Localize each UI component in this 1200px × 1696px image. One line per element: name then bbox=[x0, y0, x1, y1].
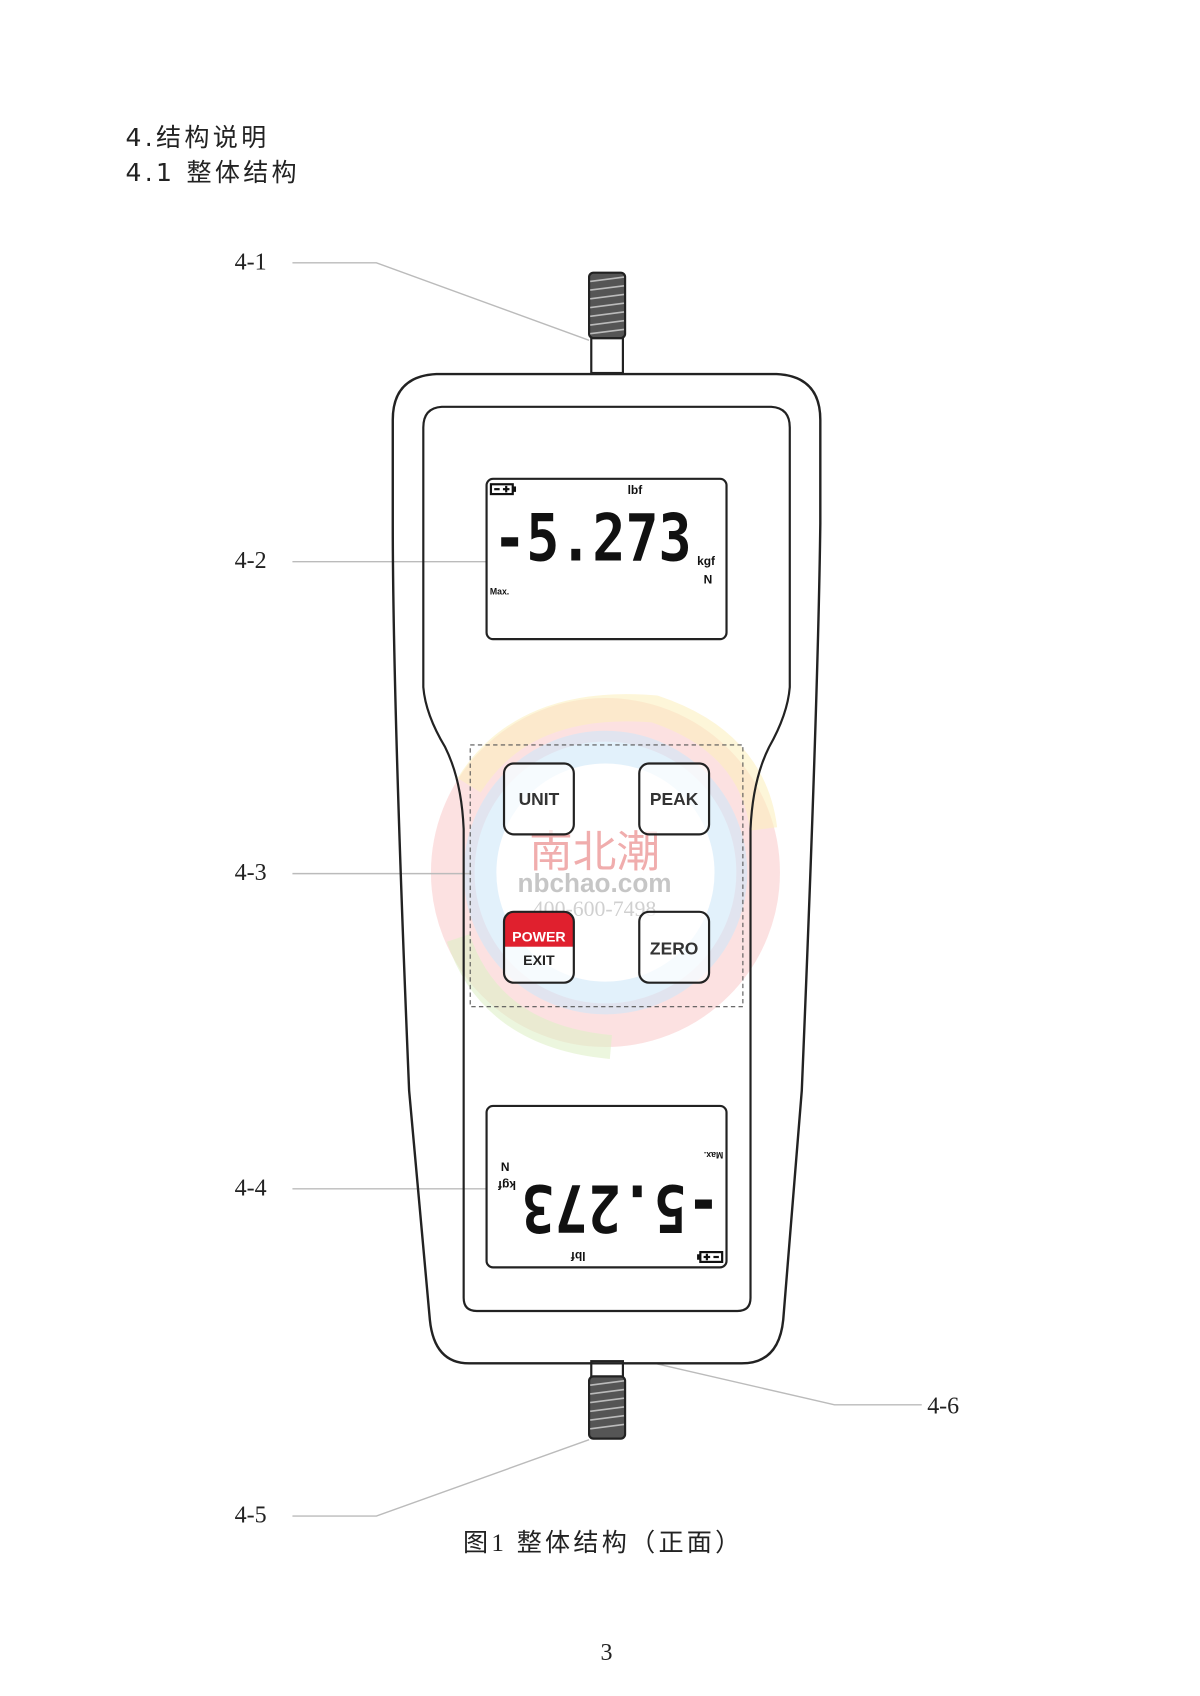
lcd-top-unit-lbf: lbf bbox=[628, 483, 644, 497]
peak-button-label: PEAK bbox=[650, 789, 699, 809]
bottom-threaded-rod bbox=[588, 1360, 627, 1440]
callout-4-2: 4-2 bbox=[235, 548, 267, 574]
lcd-top-reading: -5.273 bbox=[493, 501, 692, 577]
lcd-bottom: lbf -5.273 kgf N Max. bbox=[485, 1104, 728, 1269]
watermark: 南北潮 nbchao.com 400-600-7498 bbox=[430, 694, 780, 1059]
device-housing bbox=[391, 372, 822, 1365]
callout-4-6: 4-6 bbox=[927, 1394, 959, 1420]
lcd-bottom-unit-lbf: lbf bbox=[570, 1249, 586, 1263]
top-threaded-rod bbox=[588, 271, 627, 375]
zero-button[interactable]: ZERO bbox=[638, 910, 711, 984]
section-subheading: 4.1 整体结构 bbox=[126, 158, 300, 187]
unit-button[interactable]: UNIT bbox=[502, 762, 575, 836]
leader-lines bbox=[292, 262, 922, 1517]
peak-button[interactable]: PEAK bbox=[638, 762, 711, 836]
lcd-top-unit-kgf: kgf bbox=[697, 554, 716, 568]
callout-4-4: 4-4 bbox=[235, 1175, 267, 1201]
device-front-panel bbox=[422, 405, 791, 1313]
watermark-site: nbchao.com bbox=[518, 868, 672, 898]
battery-icon bbox=[489, 483, 517, 496]
page-number: 3 bbox=[601, 1640, 613, 1666]
lcd-bottom-reading: -5.273 bbox=[521, 1170, 720, 1246]
power-label: POWER bbox=[512, 929, 565, 945]
watermark-brand: 南北潮 bbox=[529, 829, 660, 877]
lcd-bottom-unit-kgf: kgf bbox=[497, 1178, 516, 1192]
power-exit-button[interactable]: POWER EXIT bbox=[502, 910, 575, 984]
battery-icon bbox=[697, 1251, 724, 1264]
zero-button-label: ZERO bbox=[650, 938, 698, 958]
lcd-top-max-label: Max. bbox=[490, 586, 509, 596]
figure-caption: 图1 整体结构（正面） bbox=[463, 1529, 744, 1557]
callout-4-5: 4-5 bbox=[235, 1503, 267, 1529]
section-heading: 4.结构说明 bbox=[126, 123, 270, 152]
lcd-top: lbf -5.273 kgf N Max. bbox=[485, 477, 728, 641]
callout-4-1: 4-1 bbox=[235, 249, 267, 275]
callout-4-3: 4-3 bbox=[235, 860, 267, 886]
lcd-bottom-unit-n: N bbox=[501, 1160, 510, 1174]
unit-button-label: UNIT bbox=[519, 789, 560, 809]
lcd-top-unit-n: N bbox=[704, 573, 713, 587]
lcd-bottom-max-label: Max. bbox=[704, 1150, 723, 1160]
exit-label: EXIT bbox=[523, 953, 555, 969]
